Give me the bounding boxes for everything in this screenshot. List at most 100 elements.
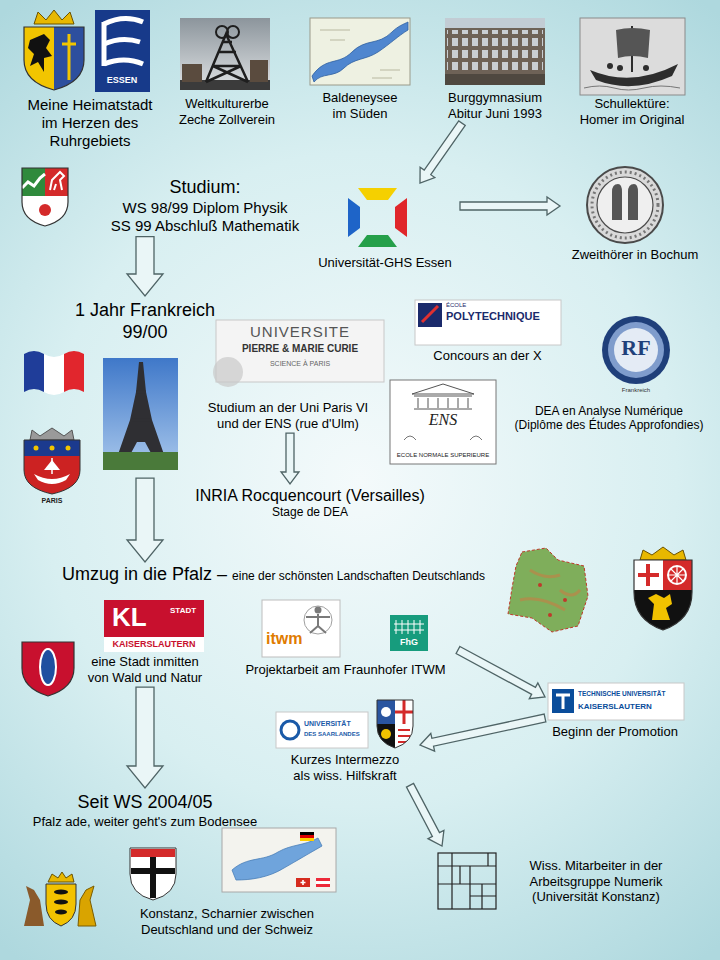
tu-kaiserslautern-logo	[548, 683, 684, 720]
bodensee-map	[301, 880, 306, 885]
rhineland-palatinate-map	[508, 548, 588, 632]
homer-ship-drawing	[580, 18, 685, 95]
nrw-crest	[22, 168, 68, 226]
bodensee-map	[316, 881, 330, 884]
school-photo	[445, 28, 545, 85]
saarland-crest	[395, 700, 413, 724]
ens-logo	[390, 380, 496, 464]
bochum-seal	[587, 167, 663, 243]
rhineland-palatinate-crest	[634, 547, 692, 630]
zollverein-photo	[180, 18, 270, 90]
paris-crest	[24, 440, 80, 494]
block-arrow	[127, 478, 163, 562]
homer-ship-drawing	[643, 65, 649, 71]
rf-seal	[602, 316, 670, 384]
university-caption: Universität-GHS Essen	[310, 183, 460, 273]
tu-kaiserslautern-logo	[548, 683, 684, 720]
rhineland-palatinate-map	[538, 583, 542, 587]
paris-crest	[50, 446, 55, 451]
uni-essen-logo	[348, 188, 407, 247]
reading-caption: Schullektüre: Homer im Original	[576, 16, 688, 129]
bodensee-map	[316, 884, 330, 887]
uni-essen-logo	[358, 235, 397, 247]
landmark-caption: Weltkulturerbe Zeche Zollverein	[172, 16, 282, 129]
study-line: SS 99 Abschluß Mathematik	[100, 217, 310, 235]
essen-crest	[24, 27, 84, 90]
polytechnique-logo	[422, 306, 438, 322]
baden-wuerttemberg-crest	[24, 872, 96, 926]
essen-crest	[24, 10, 84, 90]
uni-essen-logo	[358, 188, 397, 200]
eiffel-photo	[132, 392, 150, 420]
rhineland-palatinate-crest	[668, 566, 686, 584]
kaiserslautern-logo	[104, 600, 204, 652]
institute-heading: INRIA Rocquencourt (Versailles)	[185, 486, 435, 505]
konstanz-block: Seit WS 2004/05Pfalz ade, weiter geht's …	[20, 788, 270, 831]
bodensee-map	[316, 878, 330, 881]
logo-text: PIERRE & MARIE CURIE	[242, 344, 358, 354]
itwm-logo	[304, 606, 332, 634]
zollverein-photo	[206, 34, 248, 82]
bodensee-map	[300, 832, 314, 835]
ens-logo	[390, 380, 496, 464]
logo-text: RF	[621, 337, 650, 359]
kaiserslautern-logo	[104, 600, 204, 637]
fraunhofer-logo	[390, 615, 428, 651]
logo-text: KAISERSLAUTERN	[112, 640, 195, 649]
paris-crest	[30, 428, 74, 440]
konstanz-crest	[130, 848, 176, 900]
section-heading: Umzug in die Pfalz –	[62, 564, 227, 586]
saarland-crest	[381, 729, 391, 739]
paris-crest	[24, 428, 80, 494]
saarland-university-logo	[276, 712, 368, 748]
logo-text: STADT	[170, 607, 196, 615]
fraunhofer-logo	[394, 620, 424, 634]
section-heading: 99/00	[50, 322, 240, 344]
bodensee-map	[222, 828, 336, 892]
logo-text: DES SAARLANDES	[304, 731, 360, 737]
logo-text: TECHNISCHE UNIVERSITÄT	[578, 691, 665, 698]
bochum-seal	[592, 172, 658, 238]
konstanz-crest	[130, 848, 176, 900]
zollverein-photo	[227, 26, 239, 38]
rhineland-palatinate-crest	[648, 594, 672, 620]
bochum-seal	[612, 184, 638, 220]
hometown-caption: Meine Heimatstadt im Herzen des Ruhrgebi…	[22, 8, 158, 152]
workgroup-caption: Wiss. Mitarbeiter in der Arbeitsgruppe N…	[432, 846, 675, 912]
logo-text: KAISERSLAUTERN	[578, 703, 652, 711]
bodensee-map	[296, 878, 310, 887]
nrw-crest	[39, 204, 51, 216]
school-caption: Concours an der X	[410, 298, 565, 366]
bodensee-map	[300, 838, 314, 841]
logo-text: ENS	[429, 412, 457, 428]
block-arrow	[456, 646, 545, 698]
saarland-crest	[377, 700, 395, 724]
essen-crest	[24, 27, 54, 90]
caption-text: Zweithörer in Bochum	[560, 247, 710, 263]
kaiserslautern-logo	[104, 600, 204, 652]
block-arrow	[420, 121, 465, 183]
bodensee-map	[222, 828, 336, 892]
logo-text: SCIENCE À PARIS	[270, 360, 330, 367]
baden-wuerttemberg-crest	[55, 910, 67, 915]
rhineland-palatinate-crest	[640, 547, 686, 560]
logo-text: UNIVERSITÄT	[304, 720, 351, 727]
baden-wuerttemberg-crest	[78, 886, 96, 926]
rhineland-palatinate-crest	[638, 564, 659, 586]
paris-crest	[51, 458, 53, 474]
konstanz-university-logo	[438, 853, 496, 909]
caption-text: Universität-GHS Essen	[310, 255, 460, 271]
ens-logo	[404, 436, 482, 440]
move-block: Umzug in die Pfalz –eine der schönsten L…	[62, 562, 485, 588]
zollverein-photo	[250, 60, 268, 82]
zollverein-photo	[180, 18, 270, 90]
saarland-crest	[395, 700, 413, 724]
saarland-university-logo	[276, 712, 368, 748]
caption-text: Wiss. Mitarbeiter in der Arbeitsgruppe N…	[521, 858, 671, 905]
paris-crest	[24, 440, 80, 494]
baden-wuerttemberg-crest	[46, 884, 76, 926]
essen-logo	[95, 10, 150, 92]
rhineland-palatinate-map	[508, 548, 588, 632]
study-line: WS 98/99 Diplom Physik	[100, 199, 310, 217]
